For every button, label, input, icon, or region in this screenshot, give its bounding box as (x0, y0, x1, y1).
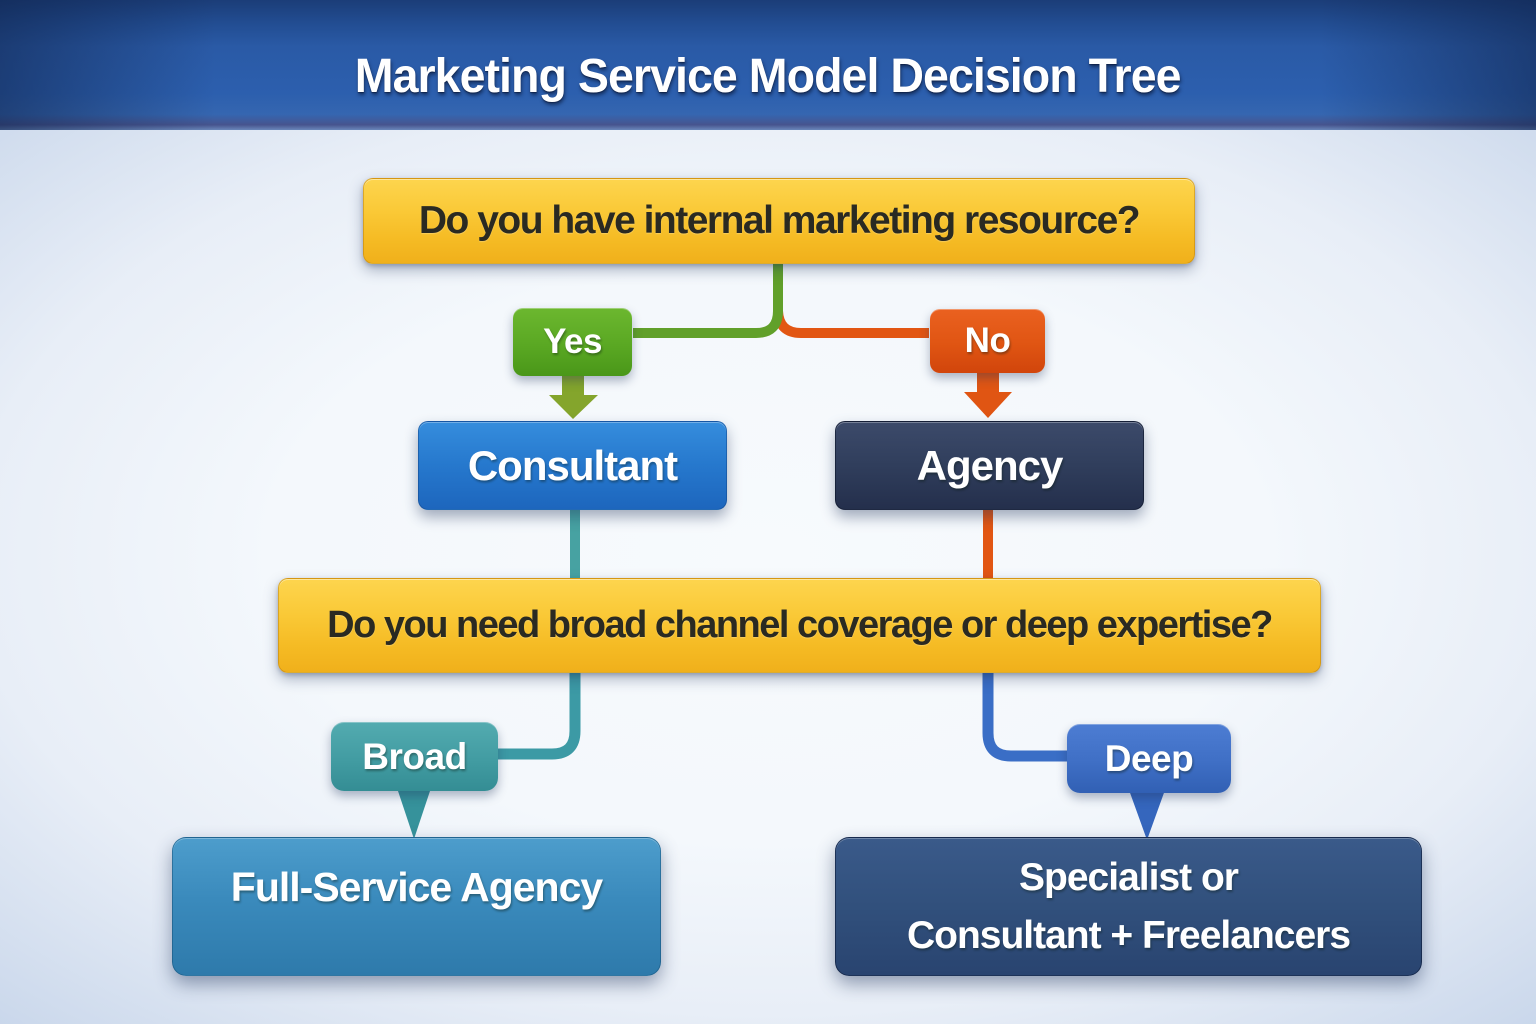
node-agency: Agency (835, 421, 1144, 510)
node-question-broad-or-deep-label: Do you need broad channel coverage or de… (327, 604, 1273, 646)
edge-q2-to-deep (982, 672, 1067, 762)
node-outcome-full-service-agency-label: Full-Service Agency (230, 864, 603, 910)
node-answer-deep-label: Deep (1104, 737, 1194, 779)
node-answer-yes: Yes (513, 308, 632, 376)
node-consultant-label: Consultant (467, 441, 678, 489)
node-agency-label: Agency (916, 441, 1064, 489)
node-question-broad-or-deep: Do you need broad channel coverage or de… (278, 578, 1321, 673)
node-question-internal-resource: Do you have internal marketing resource? (363, 178, 1195, 264)
node-consultant: Consultant (418, 421, 727, 510)
edge-no-to-agency-arrowhead (964, 392, 1012, 418)
edge-broad-to-outcome-tail (397, 788, 431, 839)
edge-q1-to-no (773, 296, 929, 338)
edge-deep-to-outcome-tail (1129, 790, 1165, 840)
node-answer-deep: Deep (1067, 724, 1231, 793)
node-answer-no-label: No (964, 321, 1011, 360)
node-answer-broad-label: Broad (362, 735, 467, 777)
node-outcome-specialist-label-line1: Specialist or (1019, 855, 1239, 899)
node-answer-yes-label: Yes (543, 322, 602, 361)
node-question-internal-resource-label: Do you have internal marketing resource? (418, 199, 1141, 242)
edge-yes-to-consultant-arrowhead (549, 395, 598, 419)
node-answer-broad: Broad (331, 722, 498, 791)
title-band: Marketing Service Model Decision Tree (0, 0, 1536, 130)
node-answer-no: No (930, 309, 1045, 373)
node-outcome-full-service-agency: Full-Service Agency (172, 837, 661, 976)
edge-q1-to-yes (633, 262, 783, 338)
node-outcome-specialist-label-line2: Consultant + Freelancers (906, 913, 1351, 957)
page-title: Marketing Service Model Decision Tree (355, 49, 1182, 103)
edge-q2-to-broad (497, 672, 581, 760)
node-outcome-specialist: Specialist or Consultant + Freelancers (835, 837, 1422, 976)
